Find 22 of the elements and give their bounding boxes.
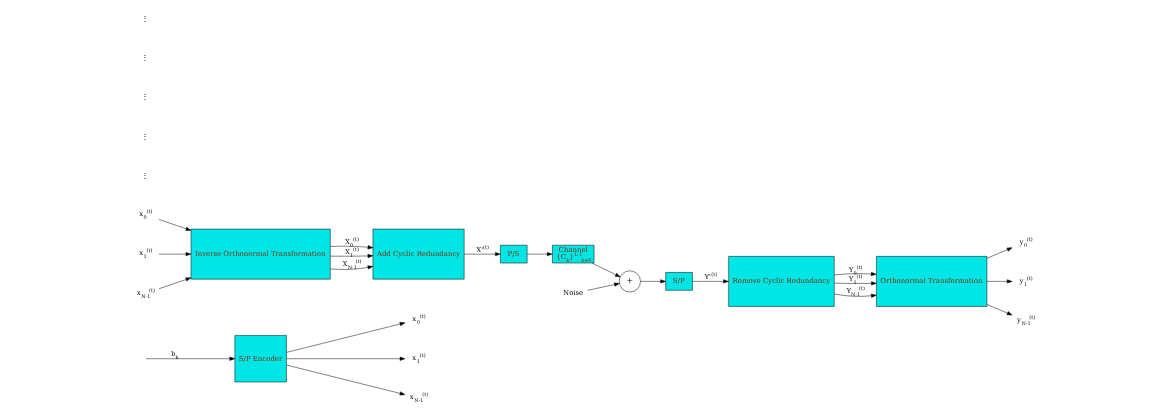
arrow: [833, 271, 876, 276]
arrow: [285, 364, 405, 396]
arrow: [691, 279, 729, 284]
arrow: [833, 281, 877, 286]
arrow: [526, 252, 552, 257]
arrow: [285, 322, 405, 353]
arrow: [639, 279, 666, 284]
arrow: [833, 293, 877, 298]
arrow: [145, 356, 235, 361]
arrow: [986, 247, 1012, 259]
arrow: [986, 279, 1012, 284]
arrow: [329, 265, 373, 270]
arrow: [158, 277, 191, 290]
arrow: [986, 304, 1012, 316]
arrow: [285, 356, 405, 361]
arrow: [329, 245, 373, 250]
arrow: [463, 252, 501, 257]
arrow: [586, 282, 620, 291]
arrow: [158, 252, 191, 257]
arrow: [158, 219, 191, 231]
arrow: [329, 253, 373, 258]
arrow: [591, 262, 621, 278]
